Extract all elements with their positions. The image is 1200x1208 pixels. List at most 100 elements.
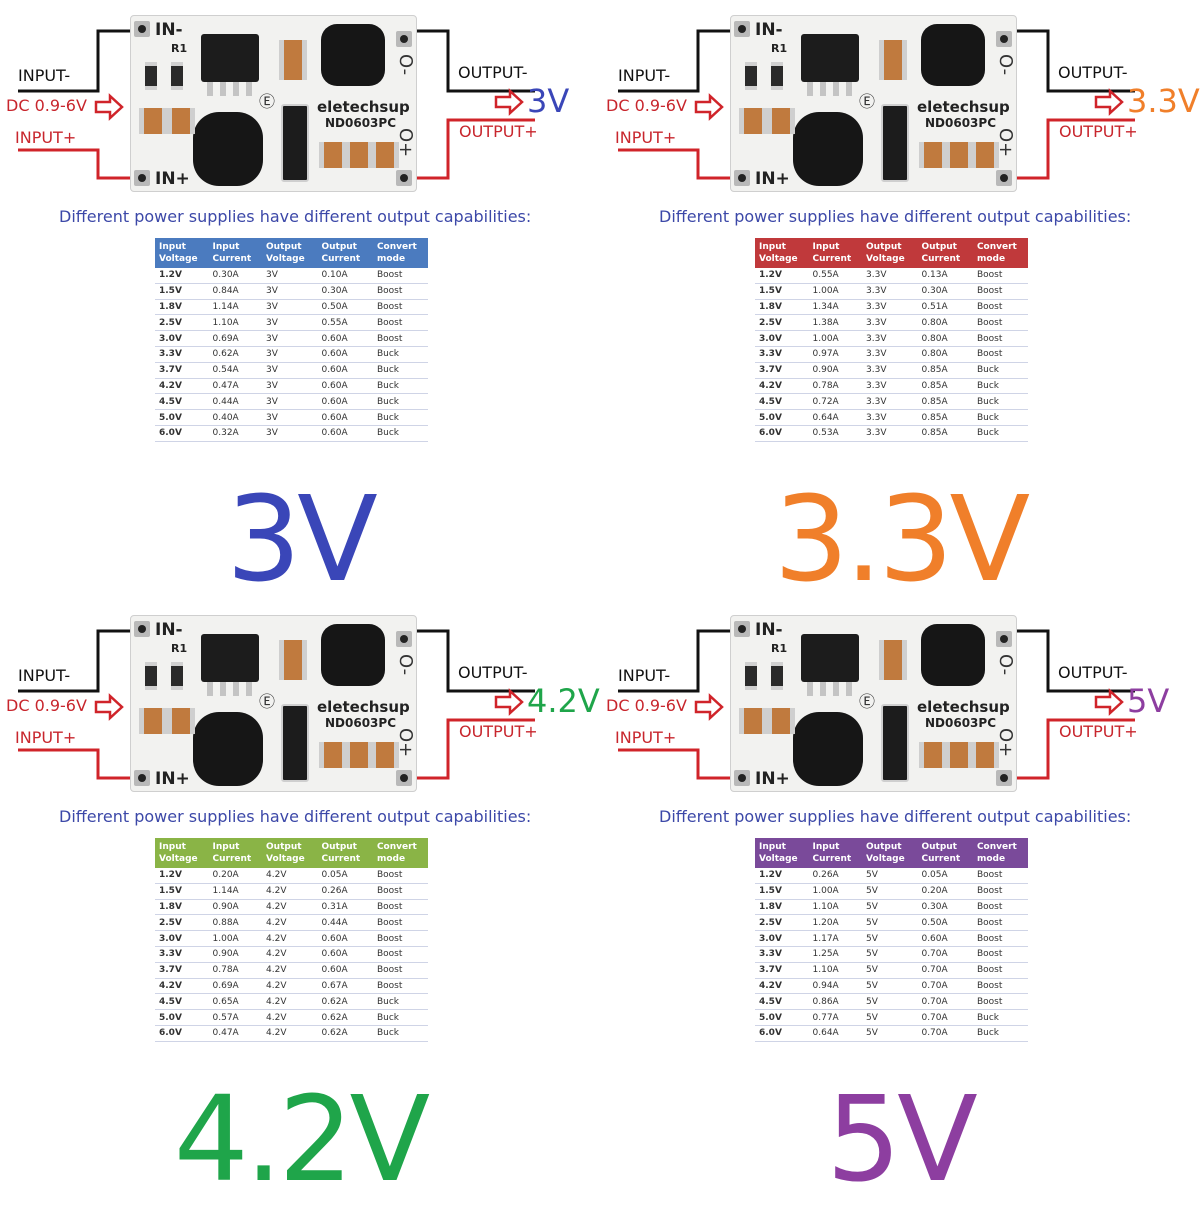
inductor — [793, 112, 863, 186]
inductor — [921, 624, 985, 686]
table-cell: 3V — [262, 346, 318, 363]
input-minus-wire — [18, 29, 140, 93]
table-cell: 0.10A — [317, 268, 373, 284]
table-cell: 0.62A — [208, 346, 263, 363]
table-cell: Boost — [972, 314, 1028, 332]
table-cell: 1.20A — [808, 914, 863, 932]
table-cell: Buck — [372, 1009, 428, 1026]
table-cell: 5V — [862, 868, 918, 884]
table-cell: 0.80A — [917, 314, 973, 332]
table-cell: 0.20A — [208, 868, 263, 884]
table-cell: 4.2V — [155, 378, 209, 395]
wiring-diagram — [18, 629, 535, 780]
output-minus-label: OUTPUT- — [1058, 663, 1128, 682]
in-plus-label: IN+ — [755, 769, 790, 789]
table-cell: 1.00A — [808, 330, 863, 347]
inductor — [193, 712, 263, 786]
table-cell: 0.30A — [317, 283, 373, 300]
table-cell: 0.60A — [317, 962, 373, 979]
table-cell: 4.5V — [755, 393, 809, 411]
table-cell: Buck — [372, 1025, 428, 1042]
output-arrow-icon — [1094, 88, 1124, 116]
column-header: Output Voltage — [866, 842, 905, 864]
table-cell: 0.13A — [917, 268, 973, 284]
table-cell: 1.34A — [808, 299, 863, 316]
ic-chip — [201, 34, 259, 82]
table-cell: Buck — [372, 393, 428, 411]
table-cell: 3.3V — [155, 346, 209, 363]
table-cell: 6.0V — [155, 1025, 209, 1042]
capacitor — [279, 40, 307, 66]
chip-pin — [207, 82, 213, 96]
diode — [281, 104, 309, 182]
table-cell: Boost — [972, 978, 1028, 995]
capacitor — [319, 142, 347, 168]
table-cell: 0.69A — [208, 330, 263, 347]
ce-mark-icon: Ⓔ — [859, 692, 876, 711]
table-cell: 0.30A — [917, 283, 973, 300]
out-minus-symbol: O- — [395, 654, 416, 676]
capacitor — [139, 708, 167, 734]
resistor — [771, 662, 783, 690]
dc-range-label: DC 0.9-6V — [6, 96, 87, 115]
table-cell: 4.2V — [262, 1025, 318, 1042]
table-cell: 4.5V — [155, 993, 209, 1011]
table-cell: Boost — [972, 268, 1028, 284]
table-cell: 0.90A — [808, 362, 863, 379]
table-cell: Boost — [372, 914, 428, 932]
table-cell: 0.55A — [317, 314, 373, 332]
table-cell: 0.60A — [317, 409, 373, 426]
input-minus-label: INPUT- — [618, 66, 671, 85]
column-header: Output Voltage — [266, 842, 305, 864]
output-plus-wire — [404, 118, 535, 180]
input-arrow-icon — [94, 693, 124, 721]
table-cell: 0.60A — [317, 362, 373, 379]
table-cell: 1.14A — [208, 299, 263, 316]
table-cell: 3.7V — [755, 962, 809, 979]
out-plus-pad — [396, 770, 412, 786]
capacitor — [879, 664, 907, 680]
in-minus-pad — [734, 21, 750, 37]
output-voltage-large: 4.2V — [173, 1070, 430, 1208]
table-cell: 0.65A — [208, 993, 263, 1011]
in-plus-pad — [134, 170, 150, 186]
input-plus-label: INPUT+ — [615, 128, 677, 147]
table-cell: 0.50A — [317, 299, 373, 316]
table-cell: 3.3V — [862, 378, 918, 395]
table-cell: 0.60A — [317, 930, 373, 947]
capacitor — [345, 742, 373, 768]
input-arrow-icon — [94, 93, 124, 121]
table-cell: 0.88A — [208, 914, 263, 932]
table-cell: 0.70A — [917, 978, 973, 995]
table-cell: Buck — [972, 1025, 1028, 1042]
caption-text: Different power supplies have different … — [59, 207, 532, 226]
table-cell: 0.85A — [917, 378, 973, 395]
table-cell: 1.2V — [155, 268, 209, 284]
table-cell: 0.94A — [808, 978, 863, 995]
table-cell: 4.2V — [262, 930, 318, 947]
capacitor — [739, 108, 767, 134]
in-plus-label: IN+ — [155, 769, 190, 789]
table-cell: 3.0V — [155, 330, 209, 347]
